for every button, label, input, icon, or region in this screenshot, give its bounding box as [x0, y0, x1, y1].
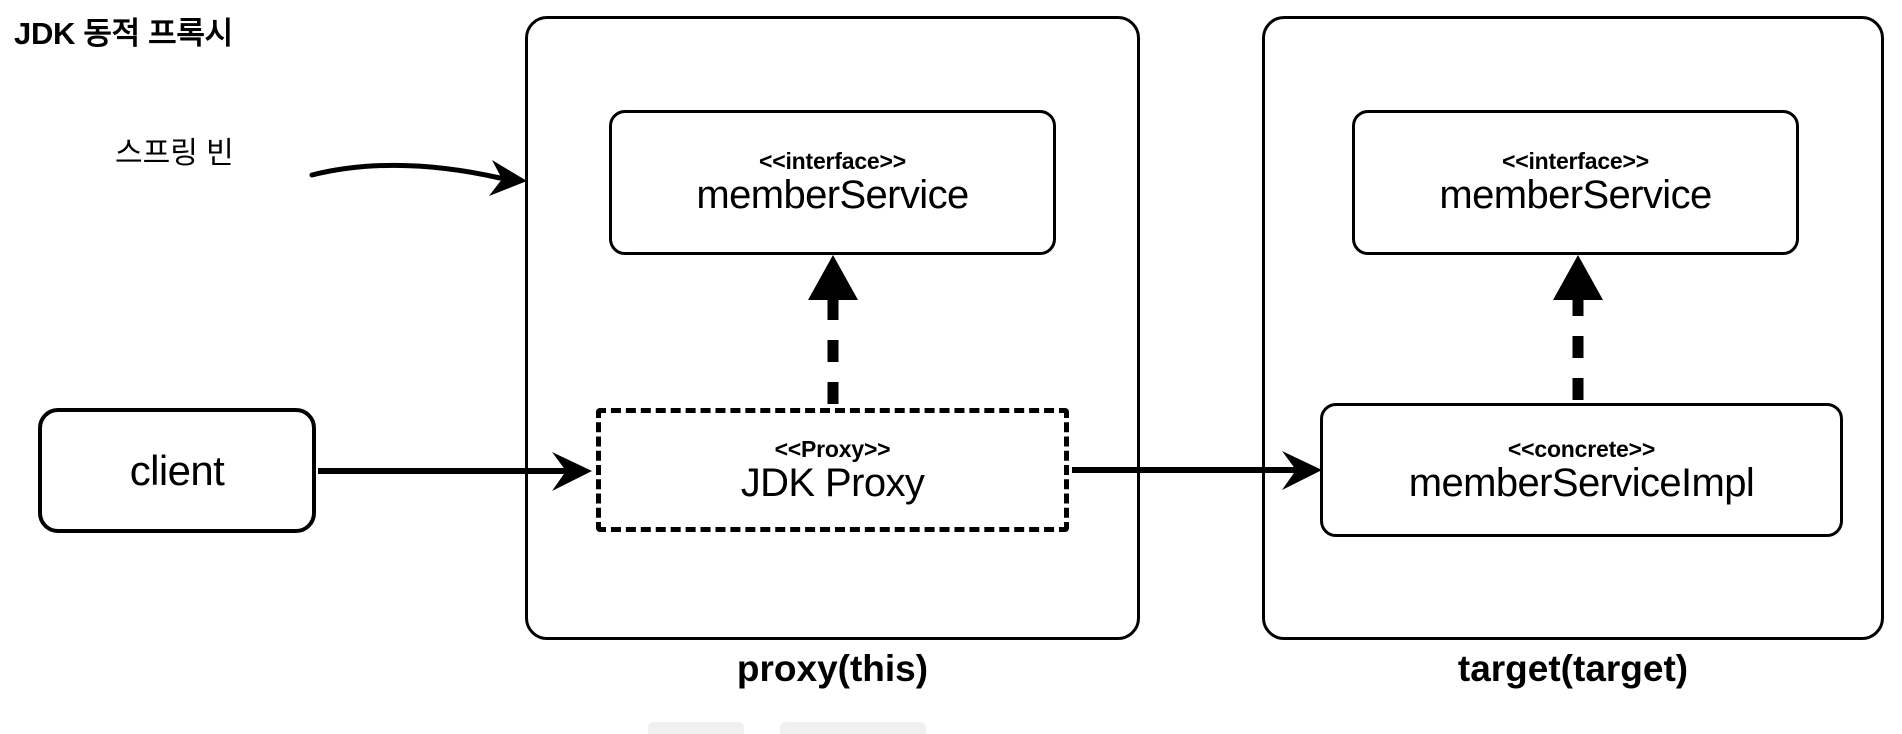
client-label: client	[129, 446, 225, 494]
client-node: client	[38, 408, 316, 533]
member-service-impl-name: memberServiceImpl	[1408, 460, 1755, 505]
proxy-interface-node: <<interface>> memberService	[609, 110, 1056, 255]
jdk-proxy-node: <<Proxy>> JDK Proxy	[596, 408, 1069, 532]
jdk-proxy-stereotype: <<Proxy>>	[774, 435, 891, 462]
spring-bean-label: 스프링 빈	[115, 137, 234, 170]
proxy-container-caption: proxy(this)	[736, 648, 929, 689]
member-service-impl-stereotype: <<concrete>>	[1507, 435, 1656, 462]
spring-bean-arrow-icon	[309, 160, 527, 196]
jdk-proxy-name: JDK Proxy	[740, 460, 925, 505]
proxy-interface-stereotype: <<interface>>	[758, 148, 906, 174]
target-interface-name: memberService	[1439, 173, 1712, 217]
target-container-caption: target(target)	[1457, 648, 1689, 689]
member-service-impl-node: <<concrete>> memberServiceImpl	[1320, 403, 1843, 537]
bottom-artifact-left	[648, 722, 744, 734]
page-title: JDK 동적 프록시	[14, 16, 233, 51]
target-interface-stereotype: <<interface>>	[1501, 148, 1649, 174]
bottom-artifact-right	[780, 722, 926, 734]
proxy-interface-name: memberService	[696, 173, 969, 217]
target-interface-node: <<interface>> memberService	[1352, 110, 1799, 255]
